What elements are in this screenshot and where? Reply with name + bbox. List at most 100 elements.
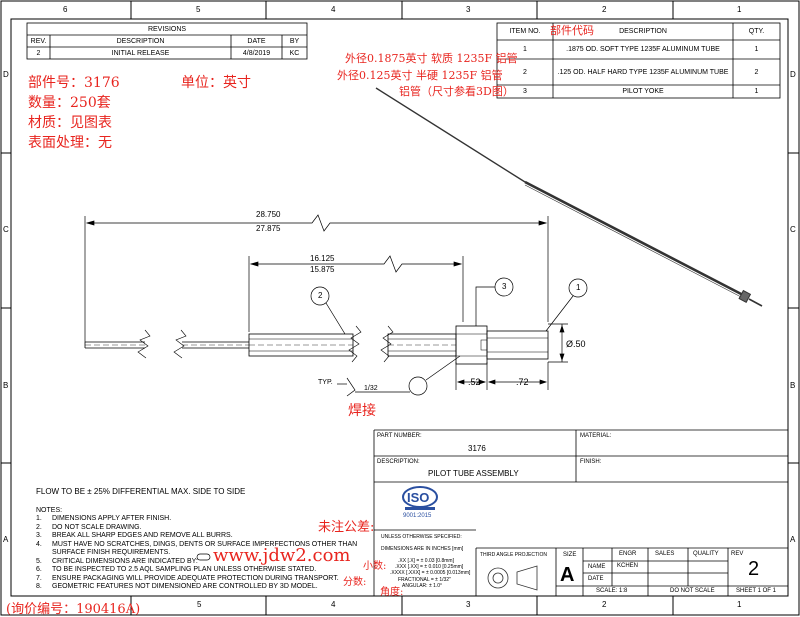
tb-size-label: SIZE — [563, 552, 577, 558]
tb-quality-label: QUALITY — [693, 551, 719, 557]
balloon-1-label: 1 — [576, 283, 581, 292]
note-item: 7.ENSURE PACKAGING WILL PROVIDE ADEQUATE… — [36, 574, 339, 582]
zone-col-5-bottom: 5 — [197, 600, 202, 609]
annotation-part-no: 部件号：3176 — [28, 75, 120, 91]
annotation-decimal: 小数: — [363, 561, 387, 572]
bom-row-3-description: PILOT YOKE — [622, 88, 664, 95]
weld-size-label: 1/32 — [364, 385, 378, 392]
dim-diameter: Ø.50 — [566, 339, 586, 349]
revisions-title: REVISIONS — [147, 25, 187, 33]
note-item: 6.TO BE INSPECTED TO 2.5 AQL SAMPLING PL… — [36, 566, 317, 573]
tb-do-not-scale: DO NOT SCALE — [670, 588, 715, 594]
balloon-leaders — [310, 277, 588, 397]
tb-rev: 2 — [748, 558, 760, 580]
dim-overall-max: 28.750 — [256, 210, 281, 219]
tb-rev-label: REV — [731, 551, 744, 557]
balloon-2-label: 2 — [318, 291, 323, 300]
note-item: 8.GEOMETRIC FEATURES NOT DIMENSIONED ARE… — [36, 583, 318, 590]
projection-symbol — [487, 565, 538, 591]
revisions-header-description: DESCRIPTION — [116, 37, 165, 45]
zone-row-c-right: C — [790, 225, 796, 234]
revisions-header-date: DATE — [247, 37, 266, 45]
inner-border — [10, 18, 789, 597]
annotation-weld: 焊接 — [348, 403, 376, 419]
tb-finish-label: FINISH: — [580, 459, 602, 465]
tb-size: A — [560, 564, 575, 586]
bom-row-2-qty: 2 — [754, 68, 759, 76]
zone-col-5-top: 5 — [196, 5, 201, 14]
note-flow: FLOW TO BE ± 25% DIFFERENTIAL MAX. SIDE … — [36, 487, 246, 496]
annotation-fraction: 分数: — [343, 577, 367, 588]
bom-overlay-label: 部件代码 — [550, 24, 594, 37]
zone-col-3-top: 3 — [466, 5, 471, 14]
dimension-lines — [84, 214, 568, 390]
annotation-bom-note-1: 外径0.1875英寸 软质 1235F 铝管 — [345, 52, 518, 65]
revision-row-date: 4/8/2019 — [242, 49, 271, 57]
iso-logo: ISO — [407, 490, 430, 505]
tb-part-number: 3176 — [468, 444, 486, 453]
tb-tol-angular: ANGULAR: ± 1.0° — [402, 583, 443, 589]
zone-row-b-right: B — [790, 381, 796, 390]
annotation-angle: 角度: — [380, 587, 404, 598]
zone-row-a-right: A — [790, 535, 796, 544]
zone-col-3-bottom: 3 — [466, 600, 471, 609]
tube-side-view — [84, 325, 549, 365]
note-item: 5.CRITICAL DIMENSIONS ARE INDICATED BY: — [36, 557, 198, 565]
annotation-inquiry-no: (询价编号：190416A) — [6, 602, 141, 617]
note-item: SURFACE FINISH REQUIREMENTS. — [52, 549, 171, 556]
bom-row-2-description: .125 OD. HALF HARD TYPE 1235F ALUMINUM T… — [557, 68, 729, 76]
annotation-bom-note-3: 铝管（尺寸参看3D图） — [399, 85, 514, 98]
revision-row-rev: 2 — [36, 49, 41, 57]
zone-col-4-bottom: 4 — [331, 600, 336, 609]
tb-material-label: MATERIAL: — [580, 433, 612, 439]
dim-middle-min: 15.875 — [310, 265, 335, 274]
tb-engr-name: KCHEN — [617, 563, 639, 569]
tb-date-label: DATE — [588, 576, 604, 582]
zone-row-d-left: D — [3, 70, 9, 79]
dim-overall-min: 27.875 — [256, 224, 281, 233]
zone-col-2-top: 2 — [602, 5, 607, 14]
zone-row-b-left: B — [3, 381, 9, 390]
dim-length-b: .72 — [516, 377, 529, 387]
title-block-grid — [373, 429, 788, 596]
bom-row-1-description: .1875 OD. SOFT TYPE 1235F ALUMINUM TUBE — [566, 46, 720, 53]
tb-tol-fractional: FRACTIONAL = ± 1/32" — [398, 577, 451, 583]
zone-col-2-bottom: 2 — [602, 600, 607, 609]
annotation-qty: 数量：250套 — [28, 95, 111, 111]
bom-grid — [496, 22, 781, 99]
revisions-header-rev: REV. — [30, 37, 47, 45]
zone-col-1-top: 1 — [737, 5, 742, 14]
note-item: 2.DO NOT SCALE DRAWING. — [36, 523, 142, 531]
zone-row-a-left: A — [3, 535, 9, 544]
weld-typ-label: TYP. — [318, 379, 333, 386]
revision-row-by: KC — [289, 49, 300, 57]
revision-row-description: INITIAL RELEASE — [111, 49, 170, 57]
tb-projection-label: THIRD ANGLE PROJECTION — [480, 552, 547, 558]
bom-row-3-item: 3 — [523, 88, 527, 95]
tb-tol-4place: .XXXX [.XXX] = ± 0.0005 [0.013mm] — [390, 570, 471, 576]
zone-row-d-right: D — [790, 70, 796, 79]
bom-row-1-qty: 1 — [754, 46, 759, 53]
zone-col-1-bottom: 1 — [737, 600, 742, 609]
tb-sales-label: SALES — [655, 551, 675, 557]
iso-standard: 9001:2015 — [403, 513, 432, 519]
bom-row-1-item: 1 — [523, 46, 527, 53]
tb-name-label: NAME — [588, 564, 606, 570]
bom-row-3-qty: 1 — [754, 88, 759, 95]
revisions-grid — [26, 22, 308, 60]
note-item: 3.BREAK ALL SHARP EDGES AND REMOVE ALL B… — [36, 532, 233, 539]
isometric-tube — [375, 87, 763, 307]
iso-logo-graphic — [402, 486, 438, 510]
tb-engr-label: ENGR — [619, 551, 637, 557]
tb-part-number-label: PART NUMBER: — [377, 433, 422, 439]
critical-dim-symbol — [196, 553, 211, 561]
watermark-url: www.jdw2.com — [213, 545, 351, 566]
bom-header-qty: QTY. — [748, 28, 765, 35]
tb-tol-2place: .XX [.X] = ± 0.03 [0.8mm] — [398, 558, 454, 564]
tb-dims-in-inches: DIMENSIONS ARE IN INCHES [mm] — [381, 546, 464, 552]
note-item: 4.MUST HAVE NO SCRATCHES, DINGS, DENTS O… — [36, 540, 358, 548]
zone-col-4-top: 4 — [331, 5, 336, 14]
notes-heading: NOTES: — [36, 507, 63, 514]
